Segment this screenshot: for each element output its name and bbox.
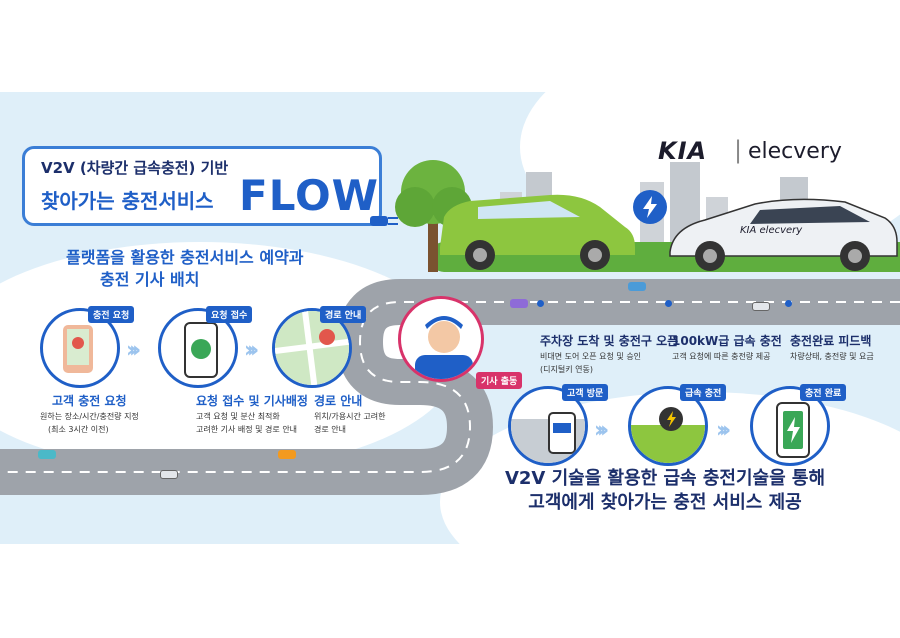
- right-step2-desc1: 고객 요청에 따른 충전량 제공: [672, 352, 771, 361]
- kia-logo: KIA: [658, 137, 708, 165]
- tag-charge-complete: 충전 완료: [800, 384, 847, 401]
- right-step3-desc1: 차량상태, 충전량 및 요금: [790, 352, 874, 361]
- bottom-line1: V2V 기술을 활용한 급속 충전기술을 통해: [504, 468, 826, 489]
- pin-marker: [537, 300, 544, 307]
- chevron-right-icon: ›››: [716, 418, 731, 443]
- road-car-purple: [510, 299, 528, 308]
- step-route-title: 경로 안내: [314, 394, 363, 408]
- elecvery-logo: elecvery: [748, 139, 842, 164]
- title-box: V2V (차량간 급속충전) 기반 찾아가는 충전서비스 FLOW: [22, 146, 382, 226]
- title-flow: FLOW: [239, 171, 379, 220]
- technician-circle: [398, 296, 484, 382]
- battery-full-icon: [776, 402, 810, 458]
- road-car-blue: [628, 282, 646, 291]
- pin-marker: [785, 300, 792, 307]
- road-car-white: [752, 302, 770, 311]
- pin-marker: [665, 300, 672, 307]
- step-accept-desc1: 고객 요청 및 분산 최적화: [196, 412, 280, 421]
- step-accept-title: 요청 접수 및 기사배정: [196, 394, 308, 408]
- left-heading-line1: 플랫폼을 활용한 충전서비스 예약과: [66, 248, 304, 267]
- step-request-title: 고객 충전 요청: [52, 394, 127, 408]
- map-pin-icon: [275, 311, 349, 385]
- left-heading-line2: 충전 기사 배치: [100, 270, 200, 289]
- right-step1-title: 주차장 도착 및 충전구 오픈: [540, 334, 679, 348]
- bottom-line2: 고객에게 찾아가는 충전 서비스 제공: [528, 492, 802, 513]
- chevron-right-icon: ›››: [244, 338, 259, 363]
- charger-plug-icon: [633, 190, 667, 224]
- chevron-right-icon: ›››: [594, 418, 609, 443]
- road-car-orange: [278, 450, 296, 459]
- title-line2: 찾아가는 충전서비스: [41, 189, 214, 213]
- phone-app-icon: [184, 322, 218, 378]
- right-step1-desc1: 비대면 도어 오픈 요청 및 승인: [540, 352, 642, 361]
- technician-icon: [415, 316, 473, 379]
- road-car-white-2: [160, 470, 178, 479]
- car-door-label: KIA elecvery: [740, 225, 803, 236]
- tag-charge-request: 충전 요청: [88, 306, 135, 323]
- step-route-desc1: 위치/가용시간 고려한: [314, 412, 386, 421]
- step-request-desc2: (최소 3시간 이전): [48, 425, 109, 434]
- infographic-canvas: KIA elecvery KIA | elecvery V2V (차량간 급속충…: [0, 92, 900, 544]
- step-accept-desc2: 고려한 기사 배정 및 경로 안내: [196, 425, 298, 434]
- tag-driver-dispatch: 기사 출동: [476, 372, 523, 389]
- step-route-desc2: 경로 안내: [314, 425, 346, 434]
- tag-request-accepted: 요청 접수: [206, 306, 253, 323]
- tag-customer-visit: 고객 방문: [562, 384, 609, 401]
- step-request-desc1: 원하는 장소/시간/충전량 지정: [40, 412, 139, 421]
- title-line1: V2V (차량간 급속충전) 기반: [41, 159, 229, 177]
- tag-fast-charge: 급속 충전: [680, 384, 727, 401]
- road-car-teal: [38, 450, 56, 459]
- plug-connector-icon: [370, 216, 398, 226]
- chevron-right-icon: ›››: [126, 338, 141, 363]
- brand-separator: |: [734, 136, 743, 164]
- right-step2-title: 100kW급 급속 충전: [672, 334, 782, 348]
- tree-illustration: [395, 160, 472, 272]
- green-car-illustration: [440, 194, 635, 270]
- phone-map-icon: [63, 325, 93, 373]
- tag-route-guide: 경로 안내: [320, 306, 367, 323]
- right-step1-desc2: (디지털키 연동): [540, 365, 593, 374]
- white-ev-illustration: [669, 198, 898, 271]
- right-step3-title: 충전완료 피드백: [790, 334, 872, 348]
